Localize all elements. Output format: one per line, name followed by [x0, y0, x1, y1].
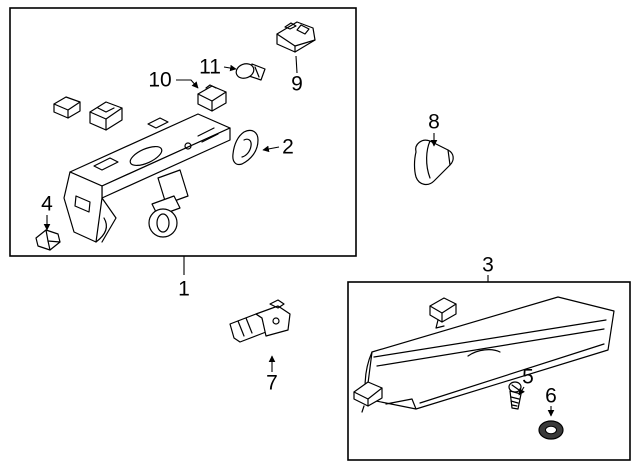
clip-door-left: [353, 381, 383, 413]
callout-2: 2: [282, 136, 294, 159]
leader-line-5: [518, 386, 525, 396]
callout-6: 6: [545, 385, 557, 408]
callout-7: 7: [266, 372, 278, 395]
clip-part-8: [413, 139, 454, 186]
lamp-socket-part-10: [197, 84, 227, 112]
callout-8: 8: [428, 111, 440, 134]
bulb-part-11: [235, 63, 266, 81]
grommet-part: [148, 195, 181, 238]
callout-1: 1: [178, 278, 190, 301]
callout-4: 4: [41, 193, 53, 216]
frame-assembly-box: [9, 7, 357, 257]
clip-part-2: [232, 129, 259, 166]
retainer-part-4: [35, 229, 61, 251]
callout-11: 11: [199, 56, 221, 79]
cap-part-6: [538, 420, 564, 440]
callout-5: 5: [522, 366, 534, 389]
glove-box-housing: [63, 113, 231, 243]
connector-part-9: [276, 21, 316, 53]
sensor-part-7: [229, 299, 291, 343]
leader-line-2: [262, 145, 280, 153]
clip-small-b: [89, 101, 123, 131]
callout-10: 10: [148, 69, 171, 92]
leader-line-9: [295, 55, 298, 74]
callout-9: 9: [291, 73, 303, 96]
clip-door-top: [429, 297, 457, 329]
frame-door-box: [347, 281, 631, 461]
callout-3: 3: [482, 254, 494, 277]
glove-box-door: [364, 296, 615, 410]
clip-small-a: [53, 96, 81, 119]
leader-line-11: [223, 64, 237, 72]
screw-part-5: [508, 381, 522, 410]
leader-line-10: [176, 79, 199, 89]
